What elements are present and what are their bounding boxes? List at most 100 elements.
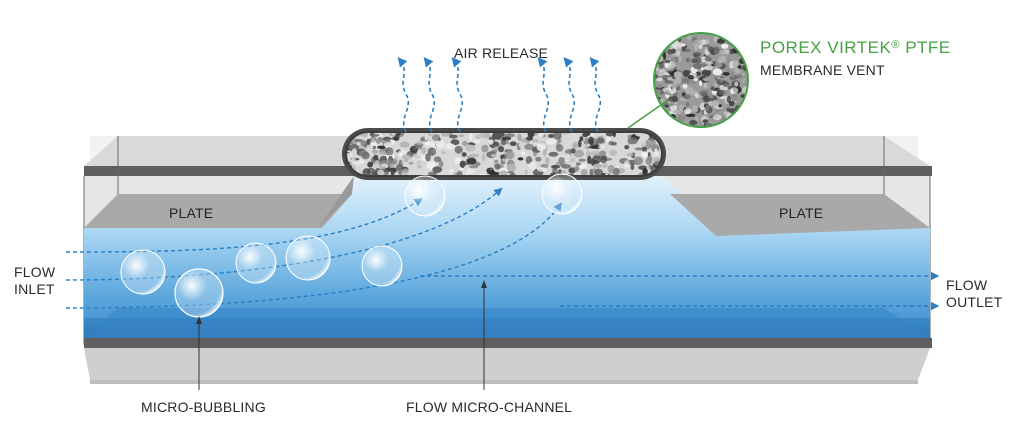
membrane-pore xyxy=(647,152,651,158)
flow-inlet-label-line1: FLOW xyxy=(14,264,56,280)
membrane-pore xyxy=(708,93,714,99)
membrane-pore xyxy=(433,156,442,163)
membrane-pore xyxy=(578,158,586,162)
membrane-pore xyxy=(547,134,555,138)
membrane-pore xyxy=(578,139,582,148)
membrane-pore xyxy=(465,170,470,176)
membrane-pore xyxy=(720,77,727,81)
membrane-pore xyxy=(517,157,524,161)
membrane-pore xyxy=(660,34,666,38)
membrane-pore xyxy=(654,148,658,157)
membrane-pore xyxy=(609,149,618,156)
membrane-pore xyxy=(580,168,588,176)
membrane-pore xyxy=(461,140,468,146)
membrane-pore xyxy=(391,136,398,141)
membrane-pore xyxy=(421,147,427,154)
membrane-pore xyxy=(417,161,426,167)
brand-name: POREX VIRTEK xyxy=(760,38,892,57)
membrane-pore xyxy=(700,102,706,111)
membrane-pore xyxy=(734,68,741,74)
membrane-pore xyxy=(490,153,500,158)
membrane-pore xyxy=(520,151,526,155)
membrane-pore xyxy=(661,36,670,41)
membrane-pore xyxy=(692,105,698,113)
membrane-pore xyxy=(361,151,370,160)
membrane-pore xyxy=(367,161,374,168)
membrane-pore xyxy=(491,149,498,154)
membrane-pore xyxy=(719,50,727,55)
membrane-pore xyxy=(399,141,410,148)
membrane-pore xyxy=(669,34,673,37)
membrane-pore xyxy=(685,102,690,107)
membrane-pore xyxy=(670,57,678,63)
membrane-pore xyxy=(655,52,660,57)
membrane-pore xyxy=(394,155,398,162)
membrane-pore xyxy=(461,152,467,157)
membrane-pore xyxy=(590,132,595,137)
membrane-pore xyxy=(705,83,713,88)
membrane-pore xyxy=(655,38,659,42)
membrane-pore xyxy=(673,122,679,126)
membrane-pore xyxy=(730,71,735,78)
membrane-pore xyxy=(558,157,565,164)
membrane-pore xyxy=(377,169,385,176)
membrane-pore xyxy=(572,141,579,149)
membrane-pore xyxy=(701,69,712,77)
membrane-pore xyxy=(732,119,740,125)
membrane-pore xyxy=(432,148,436,154)
membrane-pore xyxy=(444,143,456,150)
membrane-pore xyxy=(449,134,458,139)
membrane-pore xyxy=(664,59,671,64)
flow-micro-channel-label: FLOW MICRO-CHANNEL xyxy=(406,399,573,415)
membrane-pore xyxy=(660,89,664,95)
membrane-pore xyxy=(474,161,481,167)
membrane-pore xyxy=(720,43,729,49)
membrane-pore xyxy=(670,48,677,54)
membrane-pore xyxy=(391,132,396,137)
membrane-pore xyxy=(469,132,473,141)
membrane-pore xyxy=(366,138,371,145)
membrane-pore xyxy=(494,163,501,170)
membrane-pore xyxy=(718,104,722,108)
membrane-pore xyxy=(635,132,643,137)
membrane-pore xyxy=(375,137,385,145)
membrane-pore xyxy=(685,57,691,63)
membrane-pore xyxy=(390,168,395,176)
membrane-pore xyxy=(531,138,540,143)
membrane-pore xyxy=(594,168,603,176)
membrane-pore xyxy=(369,133,380,137)
membrane-pore xyxy=(545,157,550,165)
plate-right xyxy=(670,194,930,236)
membrane-pore xyxy=(667,65,675,72)
membrane-pore xyxy=(600,155,607,164)
membrane-pore xyxy=(378,150,387,157)
bubble xyxy=(120,249,166,295)
membrane-pore xyxy=(517,133,522,141)
membrane-pore xyxy=(524,169,528,175)
membrane-pore xyxy=(719,96,729,100)
membrane-pore xyxy=(587,155,592,165)
membrane-pore xyxy=(597,145,606,149)
membrane-pore xyxy=(692,39,703,46)
membrane-pore xyxy=(362,168,371,176)
membrane-pore xyxy=(672,87,677,94)
membrane-pore xyxy=(712,114,722,121)
bubble xyxy=(235,242,277,284)
membrane-pore xyxy=(659,62,664,69)
membrane-pore xyxy=(389,163,394,169)
membrane-pore xyxy=(723,120,730,126)
membrane-pore xyxy=(706,88,710,96)
leader-lines xyxy=(196,280,487,390)
membrane-pore xyxy=(664,80,674,84)
membrane-pore xyxy=(590,150,601,157)
membrane-pore xyxy=(677,114,686,122)
membrane-pore xyxy=(398,159,403,168)
membrane-pore xyxy=(660,34,670,39)
membrane-pore xyxy=(731,34,739,42)
membrane-pore xyxy=(693,63,702,70)
membrane-pore xyxy=(378,166,387,170)
membrane-pore xyxy=(734,35,742,39)
membrane-pore xyxy=(608,140,614,146)
membrane-pore xyxy=(465,144,476,152)
